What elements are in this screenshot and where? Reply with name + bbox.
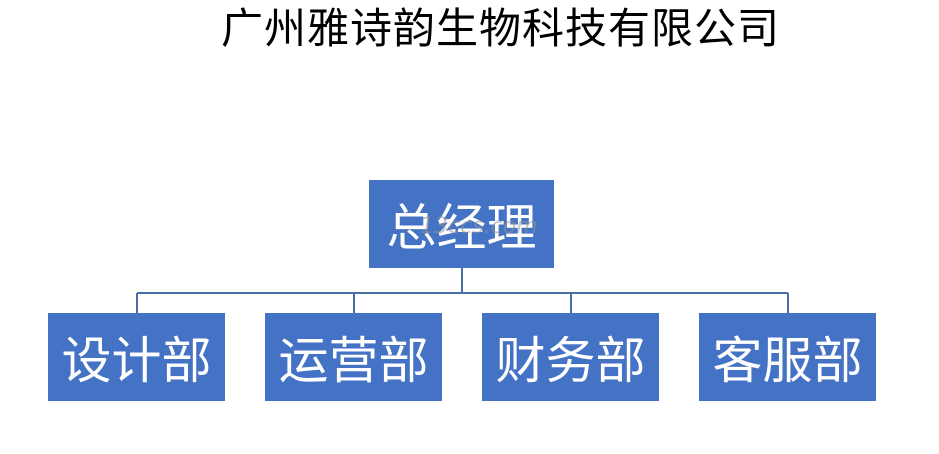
org-node-label: 设计部: [61, 332, 212, 390]
company-title: 广州雅诗韵生物科技有限公司: [220, 4, 780, 53]
org-node-design-dept: 设计部: [48, 313, 225, 401]
org-node-label: 客服部: [712, 332, 863, 390]
org-node-finance-dept: 财务部: [482, 313, 659, 401]
org-node-label: 总经理: [386, 199, 537, 257]
org-node-operations-dept: 运营部: [265, 313, 442, 401]
org-node-label: 财务部: [495, 332, 646, 390]
org-node-label: 运营部: [278, 332, 429, 390]
org-node-general-manager: 总经理: [369, 180, 554, 268]
org-node-customer-service-dept: 客服部: [699, 313, 876, 401]
